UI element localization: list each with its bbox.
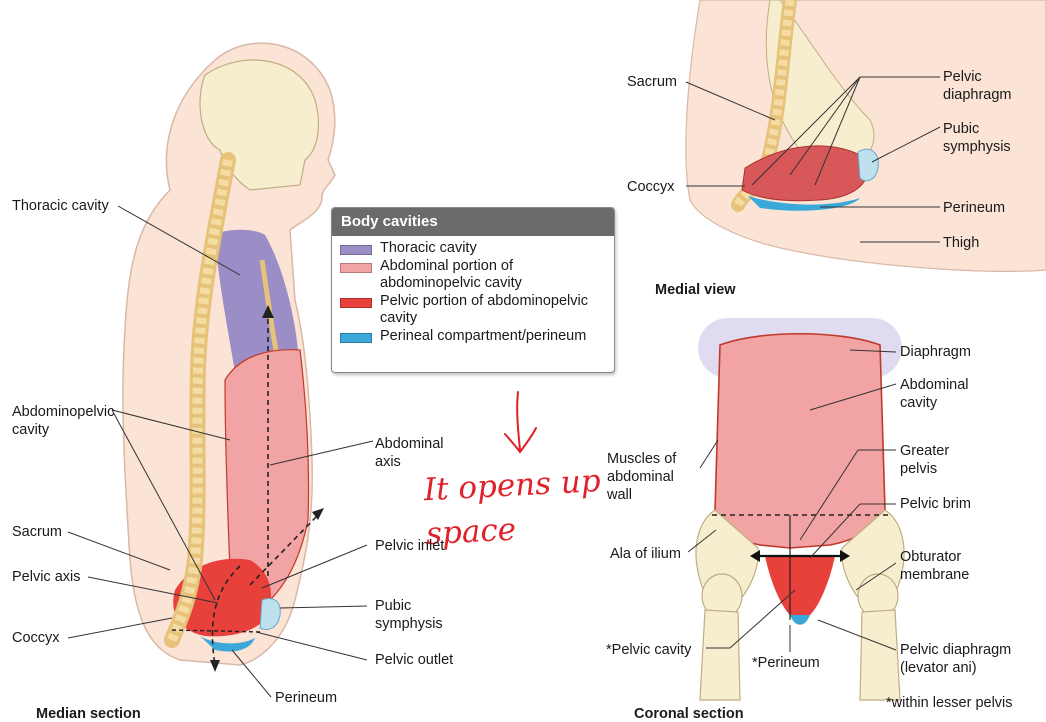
label-greater-pelvis: Greater pelvis	[900, 443, 950, 477]
label-sacrum-median: Sacrum	[12, 524, 62, 540]
medial-view-figure	[685, 0, 1046, 272]
legend-list: Thoracic cavity Abdominal portion of abd…	[332, 236, 614, 345]
label-sacrum-medial: Sacrum	[627, 74, 677, 90]
caption-median-section: Median section	[36, 706, 141, 722]
swatch-thoracic	[340, 245, 372, 255]
handwritten-note: It opens up space	[423, 461, 627, 559]
legend-label-thoracic: Thoracic cavity	[380, 240, 477, 256]
label-pelvic-axis: Pelvic axis	[12, 569, 81, 585]
label-thigh: Thigh	[943, 235, 980, 251]
label-obturator-membrane: Obturator membrane	[900, 549, 970, 583]
medial-leader-lines	[685, 76, 941, 243]
spine	[164, 152, 236, 648]
body-cavities-legend: Body cavities Thoracic cavity Abdominal …	[331, 207, 615, 373]
median-body-figure	[122, 42, 336, 672]
thoracic-cavity-region	[215, 229, 298, 372]
legend-label-pelvic: Pelvic portion of abdominopelvic cavity	[380, 293, 588, 326]
handwritten-note-text: It opens up space	[422, 463, 602, 553]
caption-coronal-section: Coronal section	[634, 706, 744, 722]
caption-medial-view: Medial view	[655, 282, 736, 298]
label-coccyx-medial: Coccyx	[627, 179, 675, 195]
coronal-section-figure	[695, 318, 905, 701]
legend-item-abdominal: Abdominal portion of abdominopelvic cavi…	[340, 258, 606, 292]
label-pelvic-cavity: *Pelvic cavity	[606, 642, 692, 658]
label-ala-of-ilium: Ala of ilium	[610, 546, 681, 562]
legend-item-pelvic: Pelvic portion of abdominopelvic cavity	[340, 293, 606, 327]
median-leader-lines	[67, 205, 374, 698]
legend-item-perineal: Perineal compartment/perineum	[340, 328, 606, 345]
label-pelvic-outlet: Pelvic outlet	[375, 652, 454, 668]
swatch-pelvic	[340, 298, 372, 308]
label-perineum-median: Perineum	[275, 690, 338, 706]
label-abdominal-axis: Abdominal axis	[375, 436, 444, 470]
label-pelvic-diaphragm-medial: Pelvic diaphragm	[943, 69, 1012, 103]
label-abdominopelvic-cavity: Abdominopelvic cavity	[12, 404, 115, 438]
label-abdominal-cavity: Abdominal cavity	[900, 377, 969, 411]
label-perineum-medial: Perineum	[943, 200, 1006, 216]
legend-label-perineal: Perineal compartment/perineum	[380, 328, 587, 344]
legend-label-abdominal: Abdominal portion of abdominopelvic cavi…	[380, 258, 522, 291]
label-thoracic-cavity: Thoracic cavity	[12, 198, 109, 214]
label-perineum-coronal: *Perineum	[752, 655, 820, 671]
label-diaphragm: Diaphragm	[900, 344, 971, 360]
swatch-perineal	[340, 333, 372, 343]
legend-title: Body cavities	[332, 208, 614, 236]
handwritten-arrow	[504, 391, 537, 454]
abdominal-region	[224, 349, 310, 601]
label-pubic-symphysis-median: Pubic symphysis	[375, 598, 443, 632]
footnote-lesser-pelvis: *within lesser pelvis	[886, 695, 1013, 711]
label-coccyx-median: Coccyx	[12, 630, 60, 646]
label-pelvic-diaphragm-coronal: Pelvic diaphragm (levator ani)	[900, 642, 1012, 676]
label-muscles-abdominal-wall: Muscles of abdominal wall	[607, 451, 677, 503]
label-pelvic-inlet: Pelvic inlet	[375, 538, 445, 554]
coronal-leader-lines	[687, 349, 897, 652]
label-pelvic-brim: Pelvic brim	[900, 496, 971, 512]
legend-item-thoracic: Thoracic cavity	[340, 240, 606, 257]
label-pubic-symphysis-medial: Pubic symphysis	[943, 121, 1011, 155]
swatch-abdominal	[340, 263, 372, 273]
